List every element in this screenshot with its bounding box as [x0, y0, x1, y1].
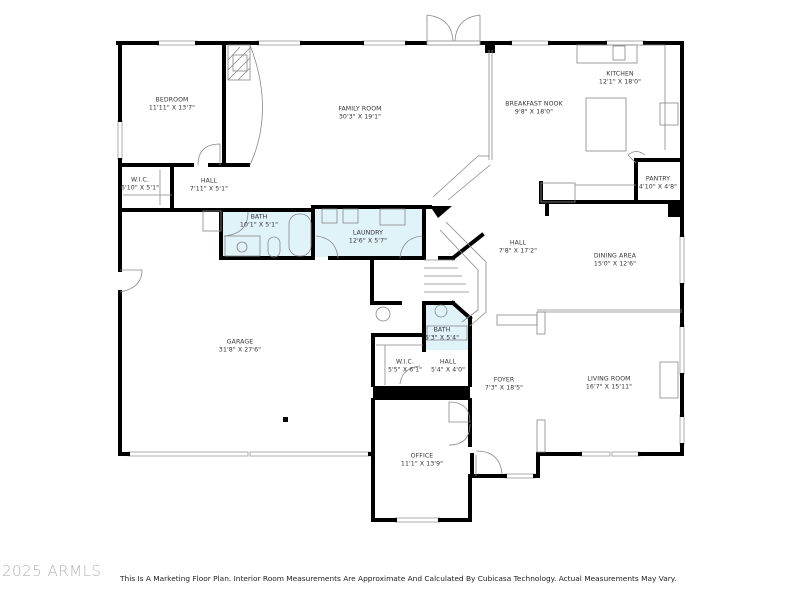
room-name: LIVING ROOM	[587, 375, 631, 383]
room-name: DINING AREA	[593, 252, 637, 260]
room-foyer: FOYER 7'3" X 18'5"	[485, 377, 523, 392]
room-dimensions: 11'11" X 13'7"	[148, 104, 196, 111]
copyright-watermark: 2025 ARMLS	[2, 562, 102, 580]
room-name: BREAKFAST NOOK	[505, 100, 563, 108]
room-hall-bedroom: HALL 7'11" X 5'1"	[190, 178, 228, 193]
room-dimensions: 5'5" X 6'1"	[387, 366, 423, 373]
room-family-room: FAMILY ROOM 30'3" X 19'1"	[338, 106, 381, 121]
room-dimensions: 11'1" X 13'9"	[400, 460, 444, 467]
room-dimensions: 16'7" X 15'11"	[585, 383, 633, 390]
room-name: HALL	[439, 358, 457, 366]
room-office: OFFICE 11'1" X 13'9"	[401, 453, 443, 468]
room-dimensions: 7'8" X 17'2"	[498, 247, 538, 254]
room-bath-main: BATH 10'1" X 5'1"	[240, 214, 278, 229]
room-dimensions: 30'3" X 19'1"	[338, 113, 382, 120]
room-dimensions: 5'4" X 4'0"	[430, 366, 466, 373]
room-laundry: LAUNDRY 12'6" X 5'7"	[349, 230, 387, 245]
wall-blocks	[283, 43, 682, 422]
room-name: BATH	[250, 213, 268, 221]
room-name: HALL	[509, 239, 527, 247]
room-name: KITCHEN	[606, 70, 634, 78]
room-breakfast-nook: BREAKFAST NOOK 9'8" X 18'0"	[505, 101, 562, 116]
room-name: HALL	[200, 177, 218, 185]
room-dimensions: 12'1" X 18'0"	[598, 78, 642, 85]
room-kitchen: KITCHEN 12'1" X 18'0"	[599, 71, 641, 86]
room-name: LAUNDRY	[352, 229, 384, 237]
room-bath-half: BATH 5'3" X 5'4"	[425, 327, 459, 342]
disclaimer-text: This Is A Marketing Floor Plan. Interior…	[120, 574, 677, 583]
room-dimensions: 31'8" X 27'6"	[218, 346, 262, 353]
room-name: FOYER	[493, 376, 515, 384]
wet-room-fills	[223, 207, 468, 350]
room-name: PANTRY	[645, 175, 671, 183]
room-dimensions: 6'10" X 5'1"	[120, 184, 160, 191]
room-name: OFFICE	[410, 452, 434, 460]
bath-half-fill	[423, 303, 468, 350]
room-dimensions: 5'3" X 5'4"	[424, 334, 460, 341]
walls	[116, 41, 684, 522]
room-name: W.I.C.	[395, 358, 415, 366]
laundry-fill	[314, 207, 424, 257]
room-wic-office: W.I.C. 5'5" X 6'1"	[388, 359, 422, 374]
room-dining-area: DINING AREA 15'0" X 12'6"	[594, 253, 636, 268]
room-name: W.I.C.	[130, 176, 150, 184]
room-living-room: LIVING ROOM 16'7" X 15'11"	[586, 376, 632, 391]
room-name: GARAGE	[226, 338, 254, 346]
room-dimensions: 15'0" X 12'6"	[593, 260, 637, 267]
room-garage: GARAGE 31'8" X 27'6"	[219, 339, 261, 354]
room-pantry: PANTRY 4'10" X 4'8"	[639, 176, 677, 191]
room-dimensions: 4'10" X 4'8"	[638, 183, 678, 190]
room-name: BATH	[433, 326, 451, 334]
room-dimensions: 7'3" X 18'5"	[484, 384, 524, 391]
room-dimensions: 9'8" X 18'0"	[514, 108, 554, 115]
room-bedroom: BEDROOM 11'11" X 13'7"	[149, 97, 195, 112]
fixtures	[119, 14, 682, 476]
room-hall-center: HALL 7'8" X 17'2"	[499, 240, 537, 255]
windows	[117, 40, 685, 523]
room-hall-small: HALL 5'4" X 4'0"	[431, 359, 465, 374]
room-name: BEDROOM	[155, 96, 189, 104]
room-dimensions: 10'1" X 5'1"	[239, 221, 279, 228]
room-dimensions: 12'6" X 5'7"	[348, 237, 388, 244]
room-wic-bedroom: W.I.C. 6'10" X 5'1"	[121, 177, 159, 192]
room-name: FAMILY ROOM	[338, 105, 382, 113]
room-dimensions: 7'11" X 5'1"	[189, 185, 229, 192]
